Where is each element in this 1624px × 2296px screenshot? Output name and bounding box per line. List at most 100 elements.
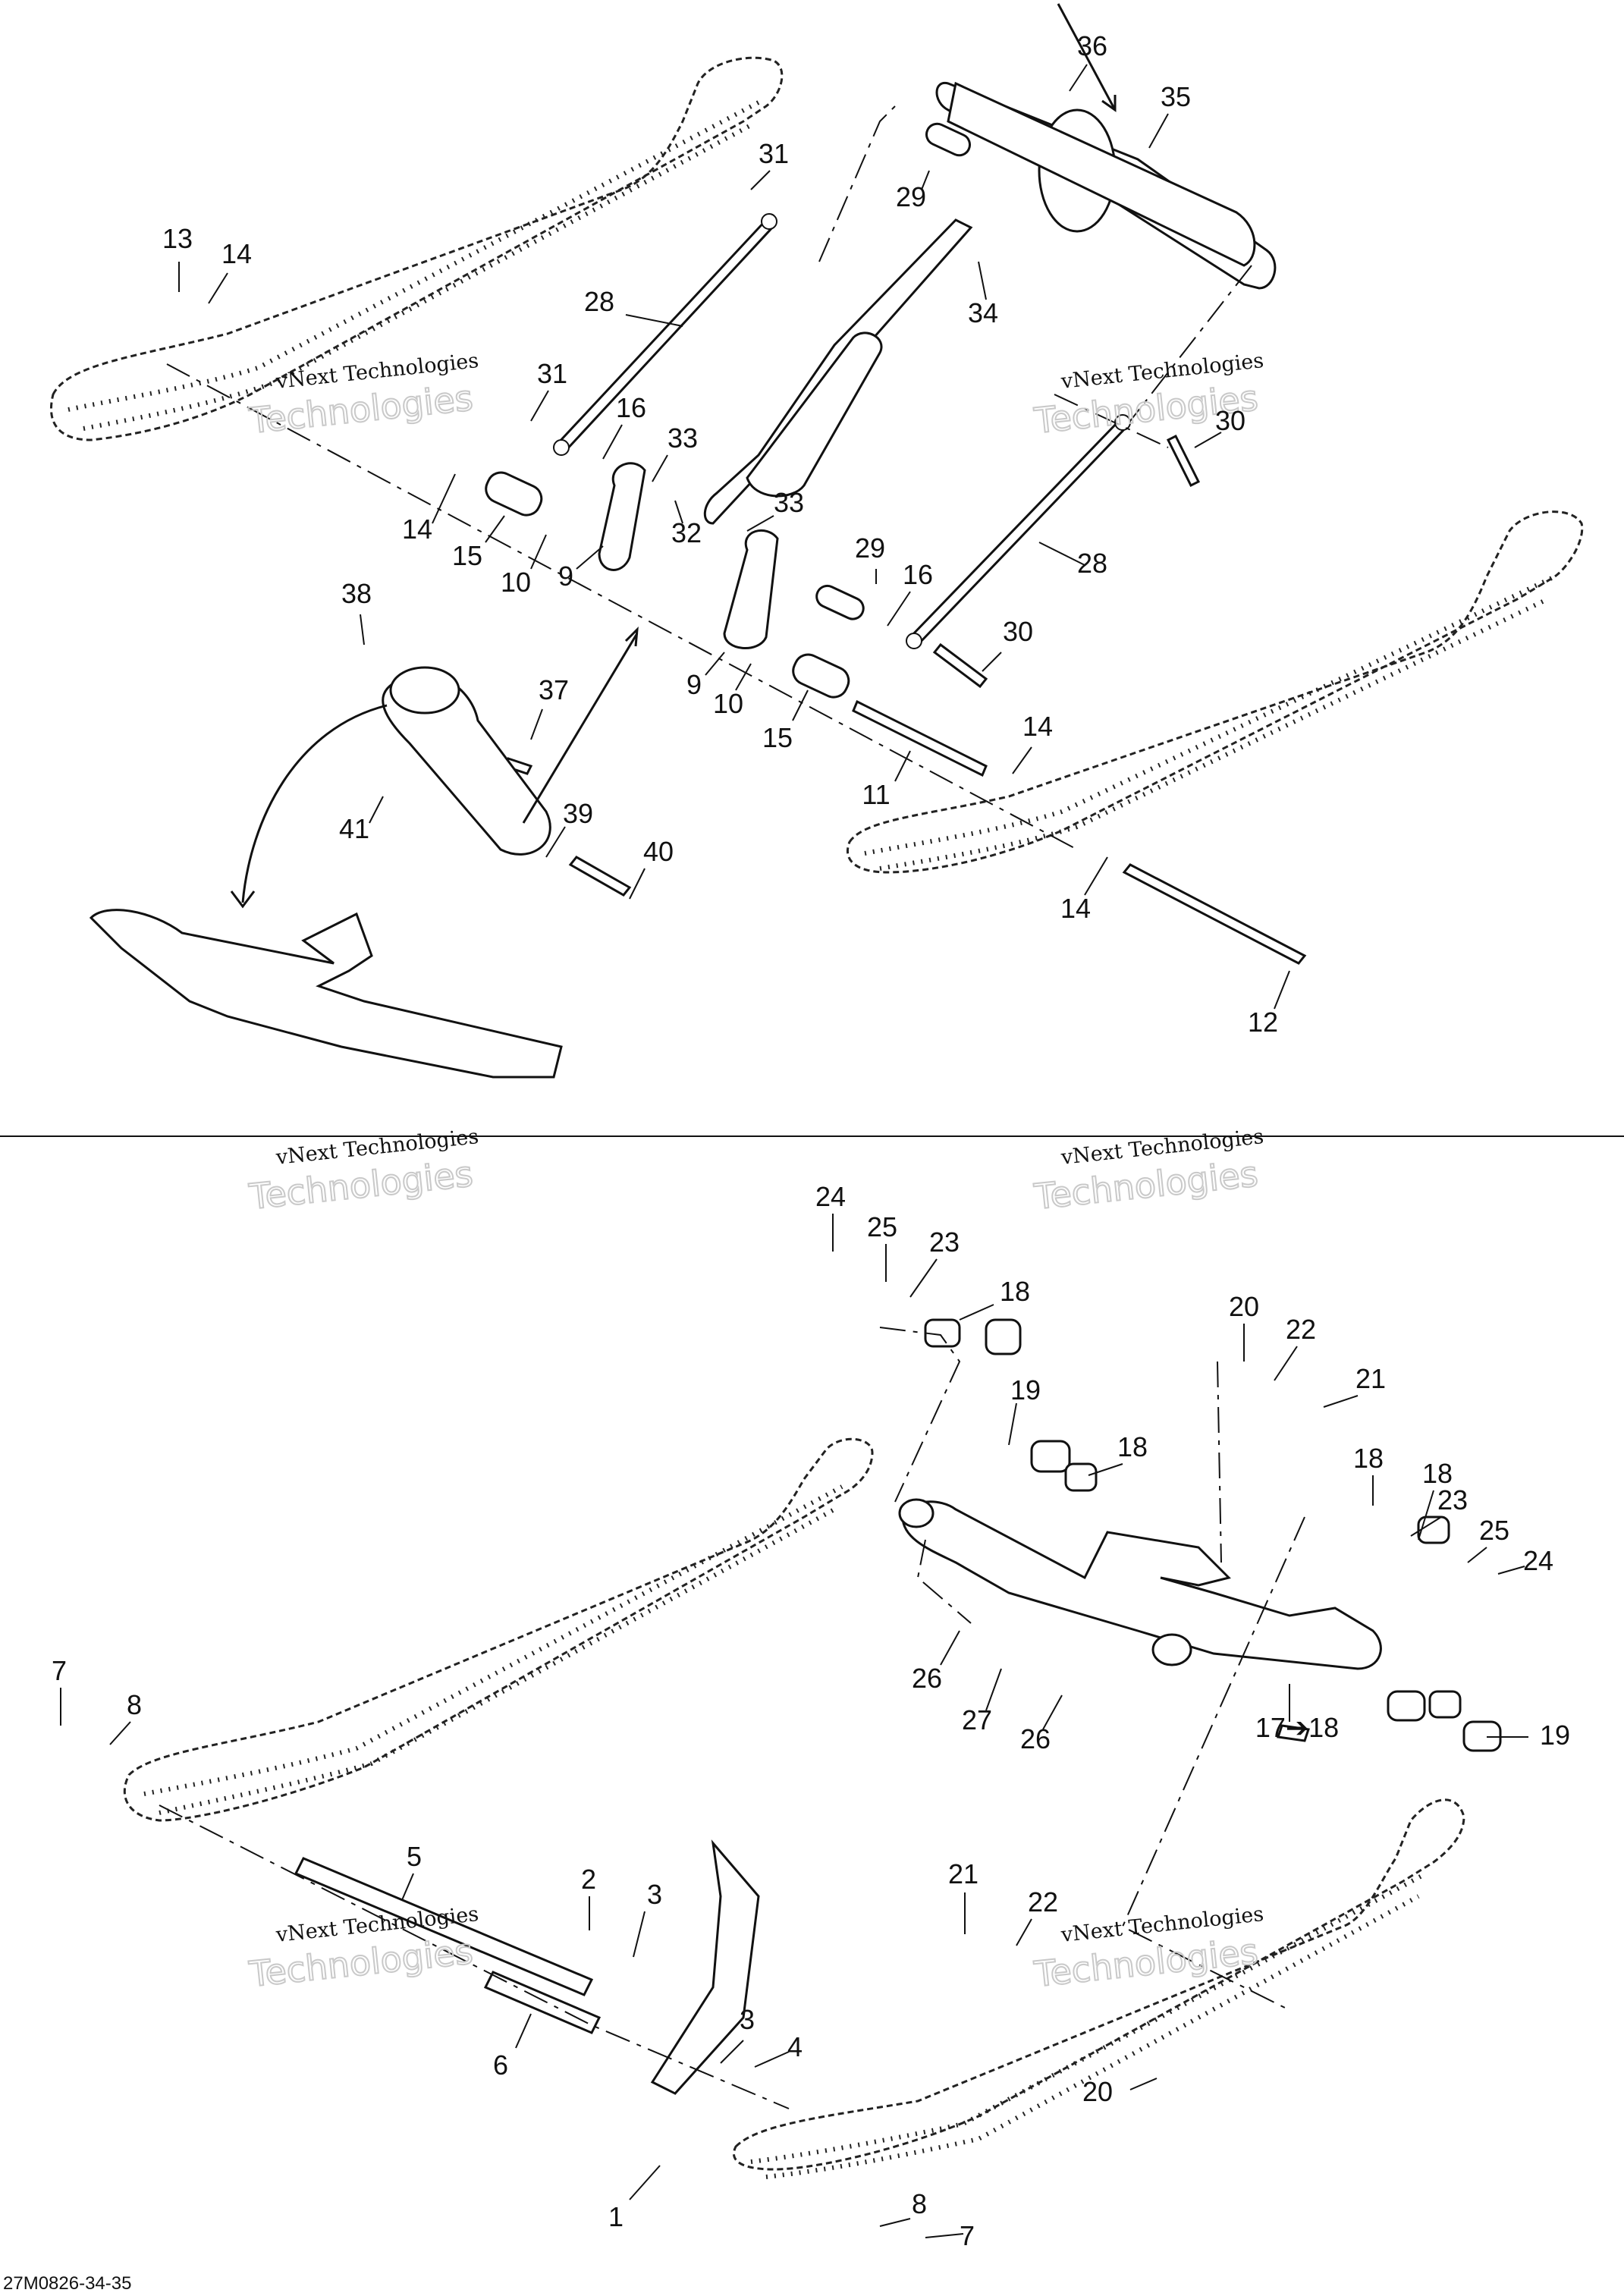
callout-number: 33 xyxy=(774,487,804,518)
leader-line xyxy=(705,652,725,676)
leader-line xyxy=(1042,1695,1063,1730)
leader-line xyxy=(1008,1402,1017,1446)
callout-number: 34 xyxy=(968,297,998,328)
callout-23: 23 xyxy=(909,1227,960,1298)
leader-line xyxy=(1069,64,1088,92)
top-arrows xyxy=(230,3,1117,909)
leader-line xyxy=(887,591,911,627)
callout-30: 30 xyxy=(1194,405,1245,448)
leader-line xyxy=(1323,1395,1359,1408)
callout-number: 15 xyxy=(762,722,793,753)
callout-number: 18 xyxy=(1422,1458,1453,1489)
callout-number: 10 xyxy=(501,567,531,598)
callout-number: 24 xyxy=(815,1181,846,1212)
callout-13: 13 xyxy=(162,223,193,292)
callout-34: 34 xyxy=(968,261,998,328)
leader-line xyxy=(720,2040,744,2064)
callout-22: 22 xyxy=(1016,1886,1058,1946)
leader-line xyxy=(1497,1566,1525,1575)
leader-line xyxy=(746,515,774,532)
leader-line xyxy=(1084,856,1108,896)
leader-line xyxy=(674,500,683,524)
callout-14: 14 xyxy=(1060,856,1108,924)
front-axle-assembly xyxy=(947,81,1256,267)
callout-number: 17➔18 xyxy=(1255,1712,1339,1743)
callout-number: 23 xyxy=(1437,1484,1468,1515)
callout-35: 35 xyxy=(1148,81,1191,149)
leader-line xyxy=(545,826,566,858)
leader-line xyxy=(629,2165,661,2200)
figure-code: 27M0826-34-35 xyxy=(3,2273,131,2294)
callout-number: 20 xyxy=(1229,1291,1259,1322)
callout-25: 25 xyxy=(1467,1515,1509,1563)
leader-line xyxy=(530,708,543,740)
callout-number: 26 xyxy=(1020,1723,1051,1754)
callout-number: 6 xyxy=(493,2049,508,2081)
callout-number: 23 xyxy=(929,1227,960,1258)
top-spacers xyxy=(485,122,1307,965)
callout-number: 18 xyxy=(1000,1276,1030,1307)
leader-line xyxy=(1274,1346,1298,1381)
bottom-dash-lines xyxy=(159,1327,1305,2109)
callout-number: 8 xyxy=(127,1689,142,1720)
callout-17-to-18: 17➔18 xyxy=(1255,1684,1339,1743)
callout-number: 14 xyxy=(1022,711,1053,742)
callout-number: 33 xyxy=(668,422,698,454)
rod-28-left xyxy=(553,213,777,456)
callout-14: 14 xyxy=(1012,711,1053,774)
callout-8: 8 xyxy=(879,2188,927,2227)
callout-number: 29 xyxy=(896,181,926,212)
rear-arm-frame-bottom xyxy=(898,1498,1382,1670)
leader-line xyxy=(485,515,505,543)
leader-line xyxy=(925,2233,964,2238)
leader-line xyxy=(1467,1547,1487,1563)
leader-line xyxy=(360,614,365,645)
callout-number: 5 xyxy=(407,1841,422,1872)
callout-number: 41 xyxy=(339,813,369,844)
callout-18: 18 xyxy=(1353,1443,1384,1506)
callout-10: 10 xyxy=(501,534,547,598)
callout-21: 21 xyxy=(1323,1363,1386,1408)
leader-line xyxy=(1038,542,1085,566)
callout-38: 38 xyxy=(341,578,372,645)
callout-29: 29 xyxy=(855,532,885,584)
callout-14: 14 xyxy=(208,238,252,304)
callout-33: 33 xyxy=(746,487,804,532)
leader-line xyxy=(633,1911,646,1958)
callout-number: 14 xyxy=(221,238,252,269)
callout-number: 9 xyxy=(686,669,702,700)
callout-20: 20 xyxy=(1082,2076,1158,2107)
leader-line xyxy=(1088,1463,1123,1476)
callout-27: 27 xyxy=(962,1668,1002,1735)
callout-10: 10 xyxy=(713,663,752,719)
callout-28: 28 xyxy=(584,286,683,327)
callout-number: 12 xyxy=(1248,1007,1278,1038)
callout-37: 37 xyxy=(530,674,569,740)
rod-28-right xyxy=(906,414,1131,649)
callout-number: 4 xyxy=(787,2031,803,2062)
callout-39: 39 xyxy=(545,798,593,858)
callout-number: 27 xyxy=(962,1704,992,1735)
leader-line xyxy=(894,750,911,782)
callout-18: 18 xyxy=(1088,1431,1148,1476)
callout-number: 38 xyxy=(341,578,372,609)
callout-31: 31 xyxy=(530,358,567,422)
callout-18: 18 xyxy=(1418,1458,1453,1541)
callout-number: 18 xyxy=(1117,1431,1148,1462)
watermark-mid-left: vNext Technologies Technologies xyxy=(246,1125,479,1218)
watermark-bottom-left: vNext Technologies Technologies xyxy=(246,1902,479,1996)
callout-number: 7 xyxy=(960,2220,975,2251)
rear-shock-absorber xyxy=(382,666,551,856)
leader-line xyxy=(1148,113,1169,149)
callout-number: 22 xyxy=(1028,1886,1058,1918)
leader-line xyxy=(1194,432,1222,448)
callout-20: 20 xyxy=(1229,1291,1259,1362)
callout-number: 15 xyxy=(452,540,482,571)
callout-16: 16 xyxy=(887,559,933,627)
callout-3: 3 xyxy=(633,1879,662,1958)
callout-number: 30 xyxy=(1215,405,1245,436)
callout-6: 6 xyxy=(493,2013,532,2081)
leader-line xyxy=(921,170,930,190)
